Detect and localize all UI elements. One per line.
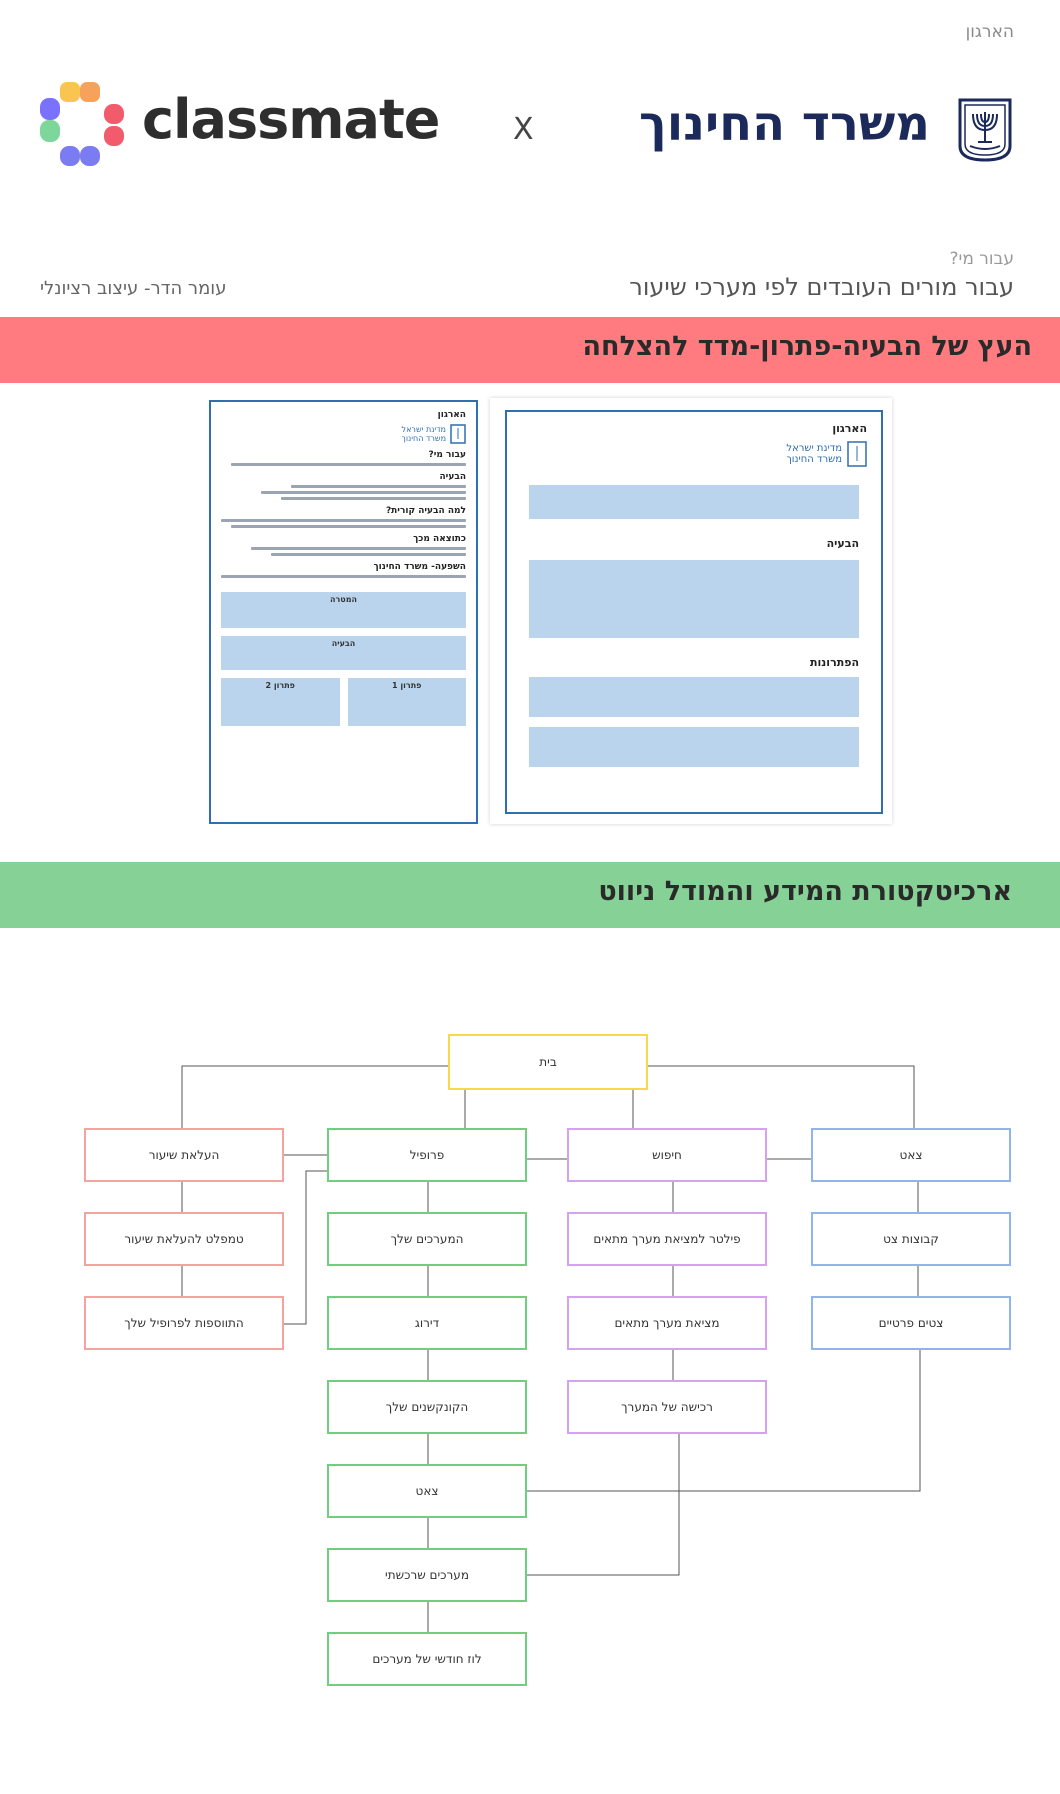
- sitemap-upload-lesson[interactable]: העלאת שיעור: [84, 1128, 284, 1182]
- sitemap-your-plans[interactable]: המערכים שלך: [327, 1212, 527, 1266]
- for-who-text: עבור מורים העובדים לפי מערכי שיעור: [629, 273, 1014, 301]
- problem-tree-title: העץ של הבעיה-פתרון-מדד להצלחה: [582, 331, 1032, 362]
- doc-left-ministry: משרד החינוך: [401, 434, 446, 443]
- doc-right-problem: הבעיה: [826, 537, 859, 550]
- org-label: הארגון: [965, 22, 1014, 42]
- doc-left-problem: הבעיה: [439, 472, 467, 482]
- doc-right-solutions: הפתרונות: [810, 656, 859, 669]
- sitemap-profile[interactable]: פרופיל: [327, 1128, 527, 1182]
- doc-right-ministry: משרד החינוך: [786, 454, 842, 465]
- sitemap-connections[interactable]: הקונקשנים שלך: [327, 1380, 527, 1434]
- sitemap-search[interactable]: חיפוש: [567, 1128, 767, 1182]
- doc-left-impact: השפעה- משרד החינוך: [373, 562, 466, 572]
- doc-left-problem-box: הבעיה: [221, 636, 466, 670]
- architecture-title: ארכיטקטורת המידע והמודל ניווט: [598, 876, 1012, 907]
- doc-right-solution-2: [529, 727, 859, 767]
- doc-right-state: מדינת ישראל: [786, 443, 842, 454]
- for-who-label: עבור מי?: [949, 249, 1014, 269]
- sitemap-private-chats[interactable]: צטים פרטיים: [811, 1296, 1011, 1350]
- state-emblem-icon: [958, 98, 1012, 162]
- doc-left-result: כתוצאה מכך: [413, 534, 466, 544]
- sitemap-purchase-plan[interactable]: רכישה של המערך: [567, 1380, 767, 1434]
- problem-tree-document: הארגון מדינת ישראל משרד החינוך עבור מי? …: [209, 400, 478, 824]
- doc-left-solution-1-label: פתרון 1: [392, 681, 422, 690]
- sitemap-monthly-schedule[interactable]: לוז חודשי של מערכים: [327, 1632, 527, 1686]
- doc-left-solution-1: פתרון 1: [347, 678, 466, 726]
- sitemap-find-plan[interactable]: מציאת מערך מתאים: [567, 1296, 767, 1350]
- author-credit: עומר הדר- עיצוב רציונלי: [40, 278, 227, 299]
- sitemap-filter[interactable]: פילטר למציאת מערך מתאים: [567, 1212, 767, 1266]
- doc-right-org: הארגון: [832, 422, 867, 435]
- solution-document: הארגון מדינת ישראל משרד החינוך הבעיה הפת…: [505, 410, 883, 814]
- doc-right-goal-box: [529, 485, 859, 519]
- sitemap-chat[interactable]: צאט: [811, 1128, 1011, 1182]
- classmate-wordmark: classmate: [142, 88, 440, 151]
- doc-left-goal-label: המטרה: [329, 595, 358, 604]
- doc-emblem-icon: [450, 424, 466, 444]
- sitemap-profile-chat[interactable]: צאט: [327, 1464, 527, 1518]
- sitemap-purchased-plans[interactable]: מערכים שרכשתי: [327, 1548, 527, 1602]
- sitemap-rating[interactable]: דירוג: [327, 1296, 527, 1350]
- sitemap-chat-groups[interactable]: קבוצות צט: [811, 1212, 1011, 1266]
- doc-left-solution-2: פתרון 2: [221, 678, 340, 726]
- doc-right-problem-box: [529, 560, 859, 638]
- doc-left-why: למה הבעיה קורית?: [385, 506, 466, 516]
- doc-right-solution-1: [529, 677, 859, 717]
- doc-left-state: מדינת ישראל: [401, 425, 446, 434]
- doc-left-org: הארגון: [437, 410, 466, 420]
- collab-separator: X: [513, 112, 534, 147]
- sitemap-home[interactable]: בית: [448, 1034, 648, 1090]
- doc-left-solution-2-label: פתרון 2: [265, 681, 295, 690]
- architecture-banner: ארכיטקטורת המידע והמודל ניווט: [0, 862, 1060, 928]
- sitemap-upload-template[interactable]: טמפלט להעלאת שיעור: [84, 1212, 284, 1266]
- doc-left-goal-box: המטרה: [221, 592, 466, 628]
- ministry-wordmark: משרד החינוך: [639, 96, 930, 152]
- doc-right-emblem-icon: [847, 441, 867, 467]
- problem-tree-banner: העץ של הבעיה-פתרון-מדד להצלחה: [0, 317, 1060, 383]
- doc-left-problem-label: הבעיה: [331, 639, 356, 648]
- sitemap-add-to-profile[interactable]: התווספות לפרופיל שלך: [84, 1296, 284, 1350]
- doc-left-for-who: עבור מי?: [428, 450, 466, 460]
- classmate-logo-icon: [40, 82, 124, 166]
